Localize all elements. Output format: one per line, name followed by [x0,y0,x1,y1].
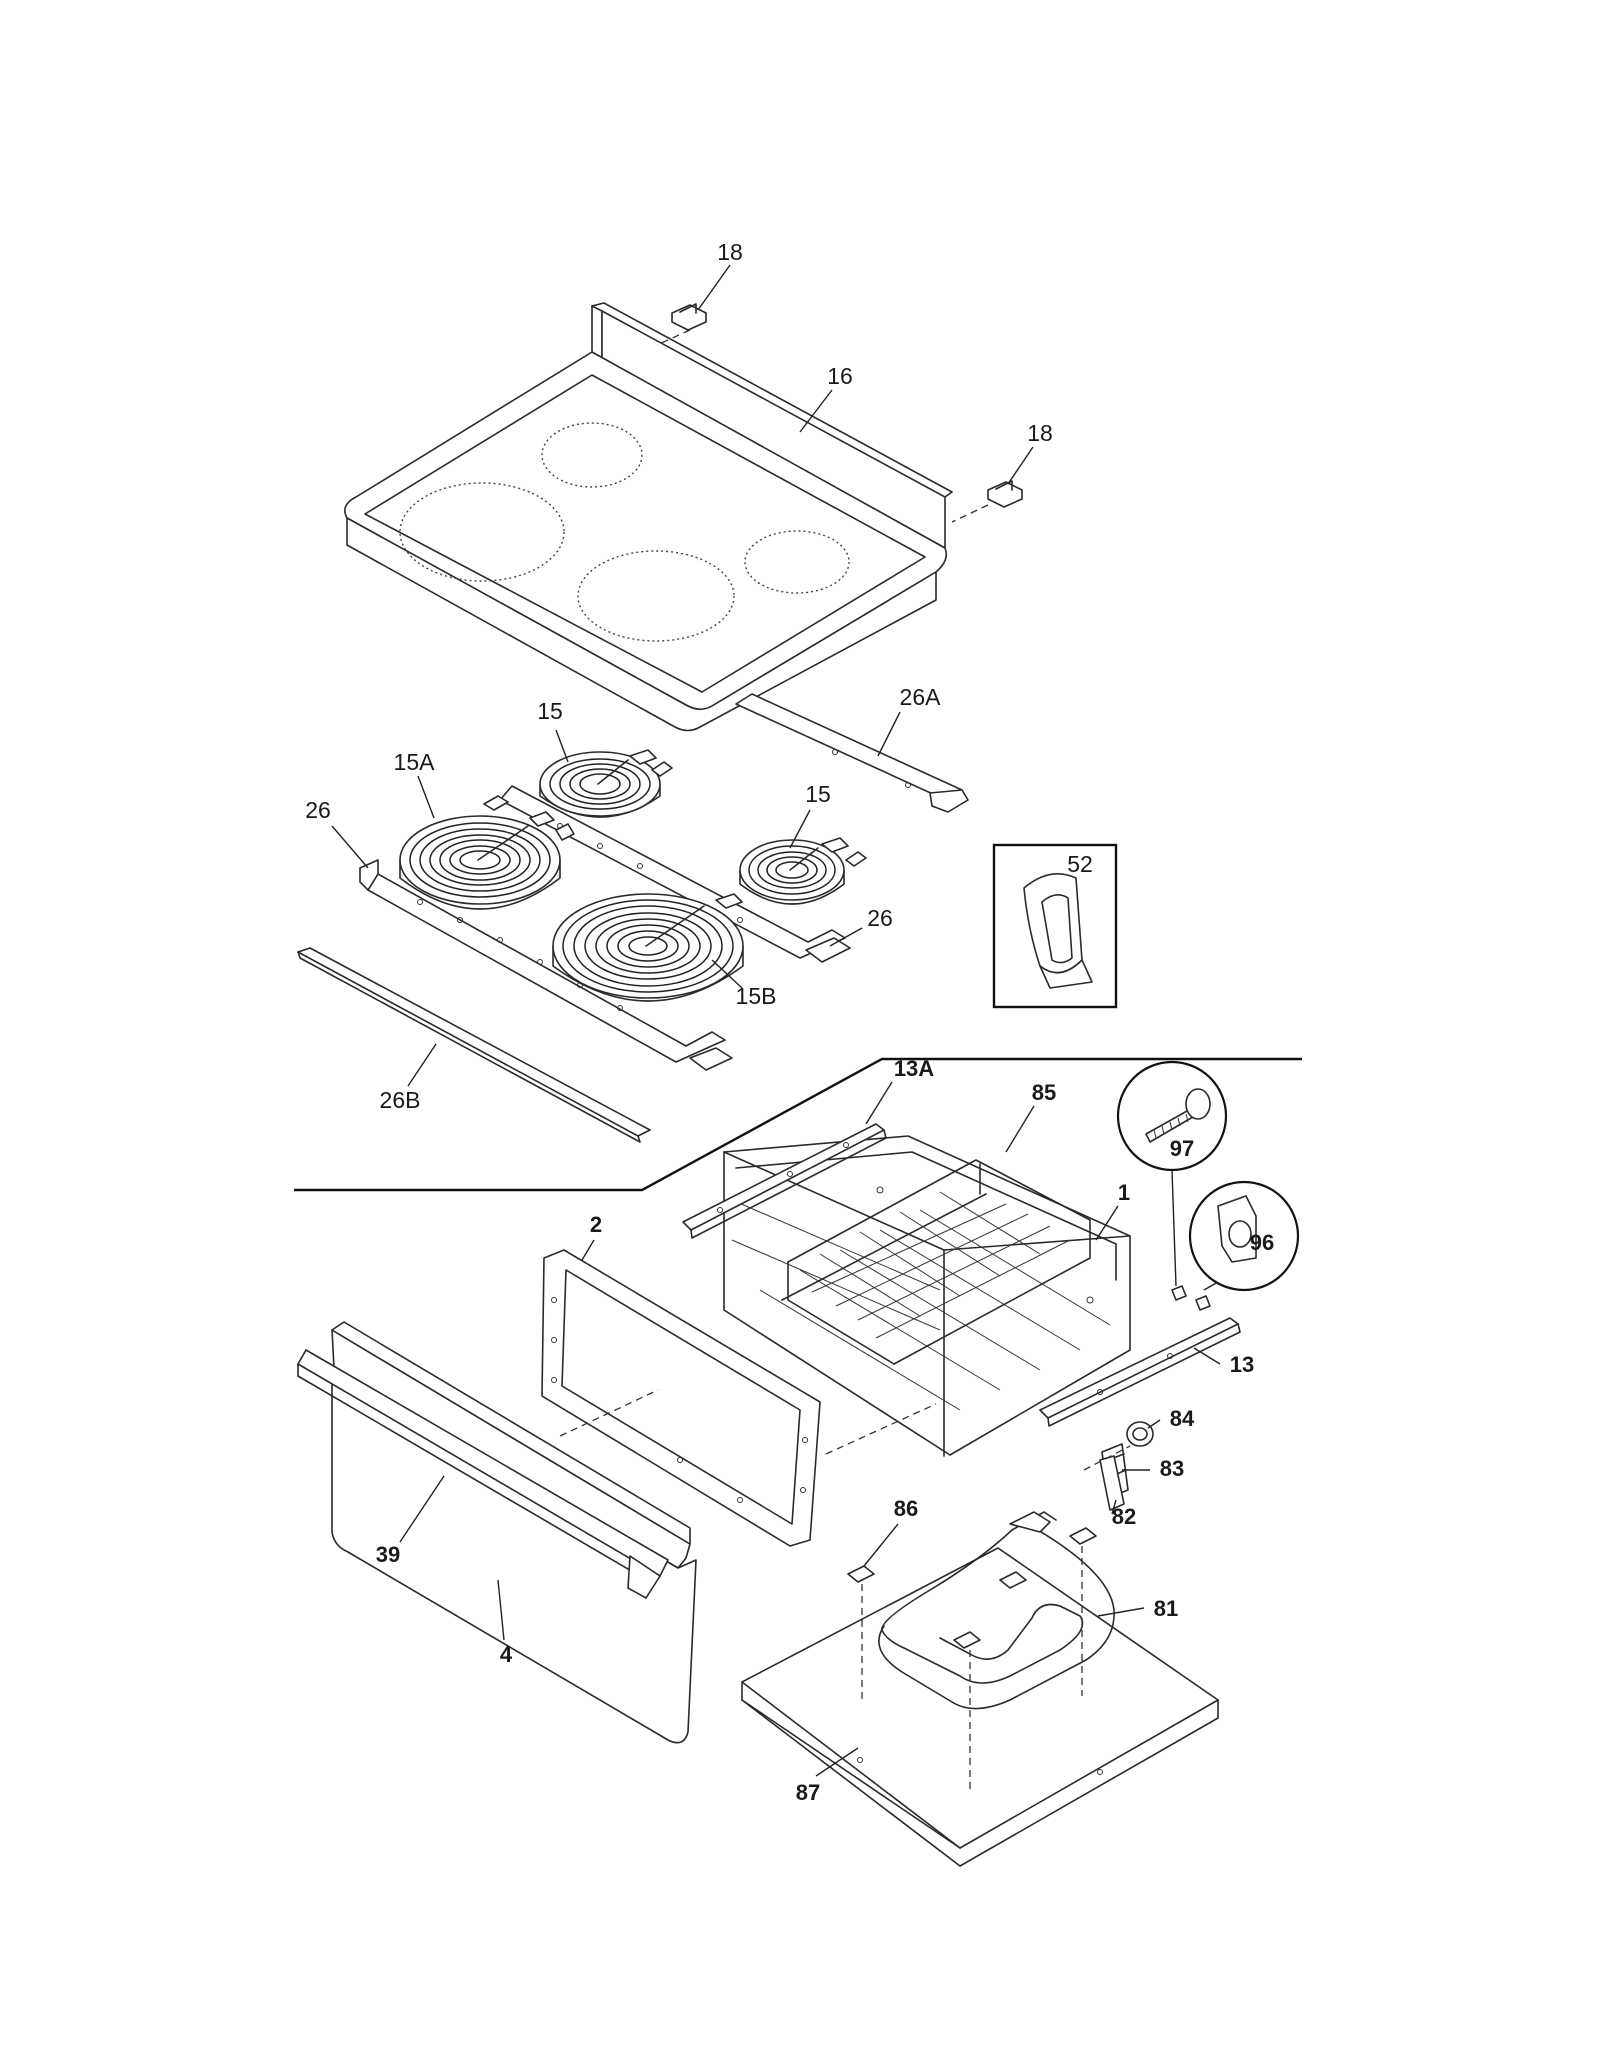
clip-86-a [847,1565,875,1583]
callout-16: 16 [827,363,853,389]
callout-13a: 13A [894,1056,934,1081]
inset-circle-97 [1116,1060,1228,1172]
element-bracket [1009,1511,1051,1533]
surface-element-15a [399,795,575,910]
inset-box-52 [992,843,1118,1009]
drawer-bottom-87 [741,1547,1219,1867]
callout-18-top: 18 [717,239,743,265]
callout-26a: 26A [900,684,942,710]
surface-element-15b [552,893,744,1002]
callout-4: 4 [500,1642,513,1667]
callout-13: 13 [1230,1352,1254,1377]
lamp-socket-84 [1126,1421,1154,1447]
callout-86: 86 [894,1496,918,1521]
surface-element-15-right [739,837,867,905]
callout-15-back: 15 [537,698,563,724]
inset-circle-96 [1188,1180,1300,1292]
callout-39: 39 [376,1542,400,1567]
strap-26a [735,693,969,813]
front-trim-26b [297,947,651,1143]
callout-82: 82 [1112,1504,1136,1529]
screw-97 [1171,1285,1187,1301]
cooktop-glass-top [344,302,953,732]
callout-2: 2 [590,1212,602,1237]
door-handle-39 [297,1349,669,1599]
clip-86-d [953,1631,981,1649]
drawer-slide-13a [682,1123,887,1239]
dash-door-a [559,1389,659,1437]
clip-96 [1195,1295,1211,1311]
burner-support-26-left [359,859,733,1071]
bracket-18-right [987,480,1023,508]
clip-86-c [1069,1527,1097,1545]
callout-81: 81 [1154,1596,1178,1621]
callout-26-left: 26 [305,797,331,823]
callout-1: 1 [1118,1180,1130,1205]
drawer-front-4 [331,1321,697,1744]
callout-26b: 26B [380,1087,421,1113]
bracket-18-top [671,303,707,331]
leader-lines [331,264,1221,1777]
dash-18-top [656,329,691,346]
clip-86-b [999,1571,1027,1589]
callout-18-right: 18 [1027,420,1053,446]
callout-96: 96 [1250,1230,1274,1255]
callout-15b: 15B [736,983,777,1009]
callout-15a: 15A [394,749,436,775]
dash-18-right [951,504,989,523]
callout-26-right: 26 [867,905,893,931]
section-separator-line [294,1057,1302,1192]
drawer-slide-13 [1039,1317,1241,1427]
callout-85: 85 [1032,1080,1056,1105]
callout-52: 52 [1067,851,1093,877]
inner-door-panel-2 [541,1249,821,1547]
callout-97: 97 [1170,1136,1194,1161]
dash-door-b [825,1403,937,1455]
surface-element-15-back [539,749,673,818]
callout-84: 84 [1170,1406,1195,1431]
callout-83: 83 [1160,1456,1184,1481]
dash-lamp [1083,1445,1131,1471]
callout-87: 87 [796,1780,820,1805]
drawer-box-1 [723,1135,1131,1457]
callout-15-right: 15 [805,781,831,807]
wire-rack-85 [781,1159,1091,1365]
